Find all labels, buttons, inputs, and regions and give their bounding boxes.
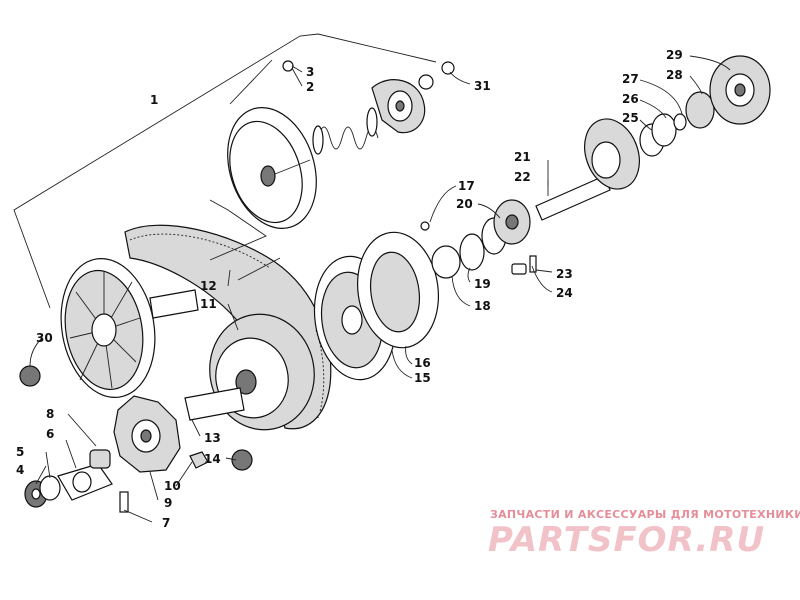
driven-clutch-body — [184, 313, 315, 431]
callout-2: 2 — [306, 80, 314, 94]
callout-16: 16 — [414, 356, 431, 370]
callout-10: 10 — [164, 479, 181, 493]
clutch-spider — [371, 79, 426, 134]
callout-9: 9 — [164, 496, 172, 510]
callout-labels: 1 2 3 4 5 6 7 8 9 10 11 12 13 14 15 16 1… — [16, 48, 683, 530]
drive-moveable-sheave — [227, 107, 317, 229]
callout-4: 4 — [16, 463, 24, 477]
callout-24: 24 — [556, 286, 573, 300]
rings-right — [639, 91, 715, 157]
bottom-left-hardware — [19, 365, 253, 513]
cam-plate — [113, 395, 181, 473]
bearings-rings — [420, 199, 537, 279]
callout-26: 26 — [622, 92, 639, 106]
callout-18: 18 — [474, 299, 491, 313]
callout-7: 7 — [162, 516, 170, 530]
callout-20: 20 — [456, 197, 473, 211]
callout-6: 6 — [46, 427, 54, 441]
watermark-logo: PARTSFOR.RU — [488, 520, 766, 560]
callout-29: 29 — [666, 48, 683, 62]
watermark-tagline: ЗАПЧАСТИ И АКСЕССУАРЫ ДЛЯ МОТОТЕХНИКИ — [490, 508, 800, 521]
callout-19: 19 — [474, 277, 491, 291]
callout-1: 1 — [150, 93, 158, 107]
callout-3: 3 — [306, 65, 314, 79]
callout-17: 17 — [458, 179, 475, 193]
callout-14: 14 — [204, 452, 221, 466]
callout-30: 30 — [36, 331, 53, 345]
callout-12: 12 — [200, 279, 217, 293]
callout-22: 22 — [514, 170, 531, 184]
callout-23: 23 — [556, 267, 573, 281]
leader-lines — [29, 55, 731, 523]
callout-28: 28 — [666, 68, 683, 82]
callout-11: 11 — [200, 297, 217, 311]
clutch-spring — [312, 107, 379, 155]
callout-15: 15 — [414, 371, 431, 385]
callout-21: 21 — [514, 150, 531, 164]
cover-29 — [709, 55, 771, 125]
callout-5: 5 — [16, 445, 24, 459]
callout-13: 13 — [204, 431, 221, 445]
callout-31: 31 — [474, 79, 491, 93]
driven-sheave — [313, 231, 440, 381]
callout-27: 27 — [622, 72, 639, 86]
shaft-hub — [535, 118, 640, 221]
assembly-lines — [13, 33, 437, 309]
drive-fixed-sheave — [60, 258, 199, 398]
callout-8: 8 — [46, 407, 54, 421]
top-small-parts — [282, 60, 455, 90]
callout-25: 25 — [622, 111, 639, 125]
